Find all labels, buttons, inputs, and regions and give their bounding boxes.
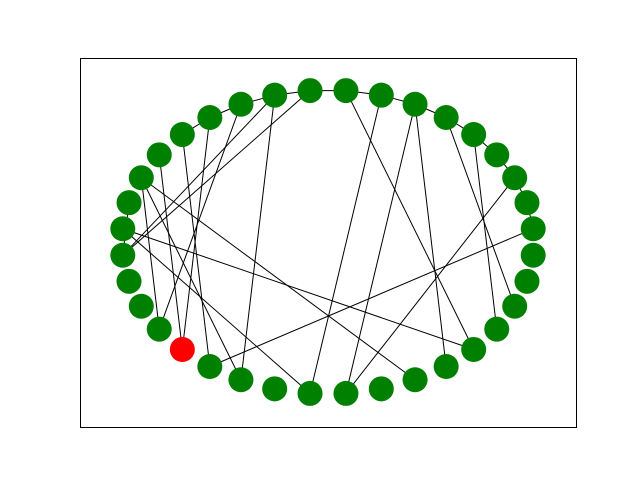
graph-node <box>502 293 528 319</box>
graph-edge <box>181 117 211 350</box>
graph-node <box>262 376 288 402</box>
graph-edge <box>209 228 534 367</box>
graph-node <box>433 104 459 130</box>
graph-node <box>110 242 136 268</box>
graph-edge <box>122 228 311 394</box>
graph-node <box>197 104 223 130</box>
graph-node <box>402 367 428 393</box>
graph-edge <box>240 95 276 380</box>
graph-node <box>297 380 323 406</box>
graph-node <box>520 242 546 268</box>
graph-node <box>197 354 223 380</box>
graph-edge <box>473 134 498 330</box>
graph-node <box>169 122 195 148</box>
graph-edge <box>345 90 475 350</box>
graph-node <box>297 78 323 104</box>
graph-edge <box>445 117 516 307</box>
graph-node <box>514 268 540 294</box>
node-layer <box>110 78 546 406</box>
graph-edge <box>141 177 416 381</box>
graph-edge <box>345 104 416 394</box>
graph-node <box>116 268 142 294</box>
graph-edge <box>414 104 447 367</box>
graph-node <box>228 91 254 117</box>
graph-edge <box>181 134 211 367</box>
graph-node <box>146 142 172 168</box>
highlighted-node <box>169 336 195 362</box>
graph-node <box>402 91 428 117</box>
graph-node <box>110 216 136 242</box>
graph-node <box>116 190 142 216</box>
graph-node <box>484 142 510 168</box>
graph-node <box>433 354 459 380</box>
graph-node <box>461 122 487 148</box>
graph-edge <box>158 104 242 330</box>
graph-node <box>128 165 154 191</box>
graph-node <box>368 82 394 108</box>
graph-edge <box>140 177 160 330</box>
graph-edge <box>345 177 516 394</box>
edge-layer <box>122 90 534 394</box>
graph-edge <box>309 95 382 394</box>
graph-node <box>146 316 172 342</box>
graph-node <box>502 165 528 191</box>
graph-edge <box>122 228 474 350</box>
graph-node <box>333 78 359 104</box>
graph-node <box>461 336 487 362</box>
graph-node <box>262 82 288 108</box>
graph-node <box>514 190 540 216</box>
graph-node <box>368 376 394 402</box>
graph-edge <box>158 154 183 350</box>
graph-node <box>228 367 254 393</box>
graph-node <box>333 380 359 406</box>
graph-node <box>520 216 546 242</box>
graph-node <box>128 293 154 319</box>
graph-node <box>484 316 510 342</box>
plot-frame <box>80 58 577 428</box>
graph-edge <box>122 94 276 256</box>
